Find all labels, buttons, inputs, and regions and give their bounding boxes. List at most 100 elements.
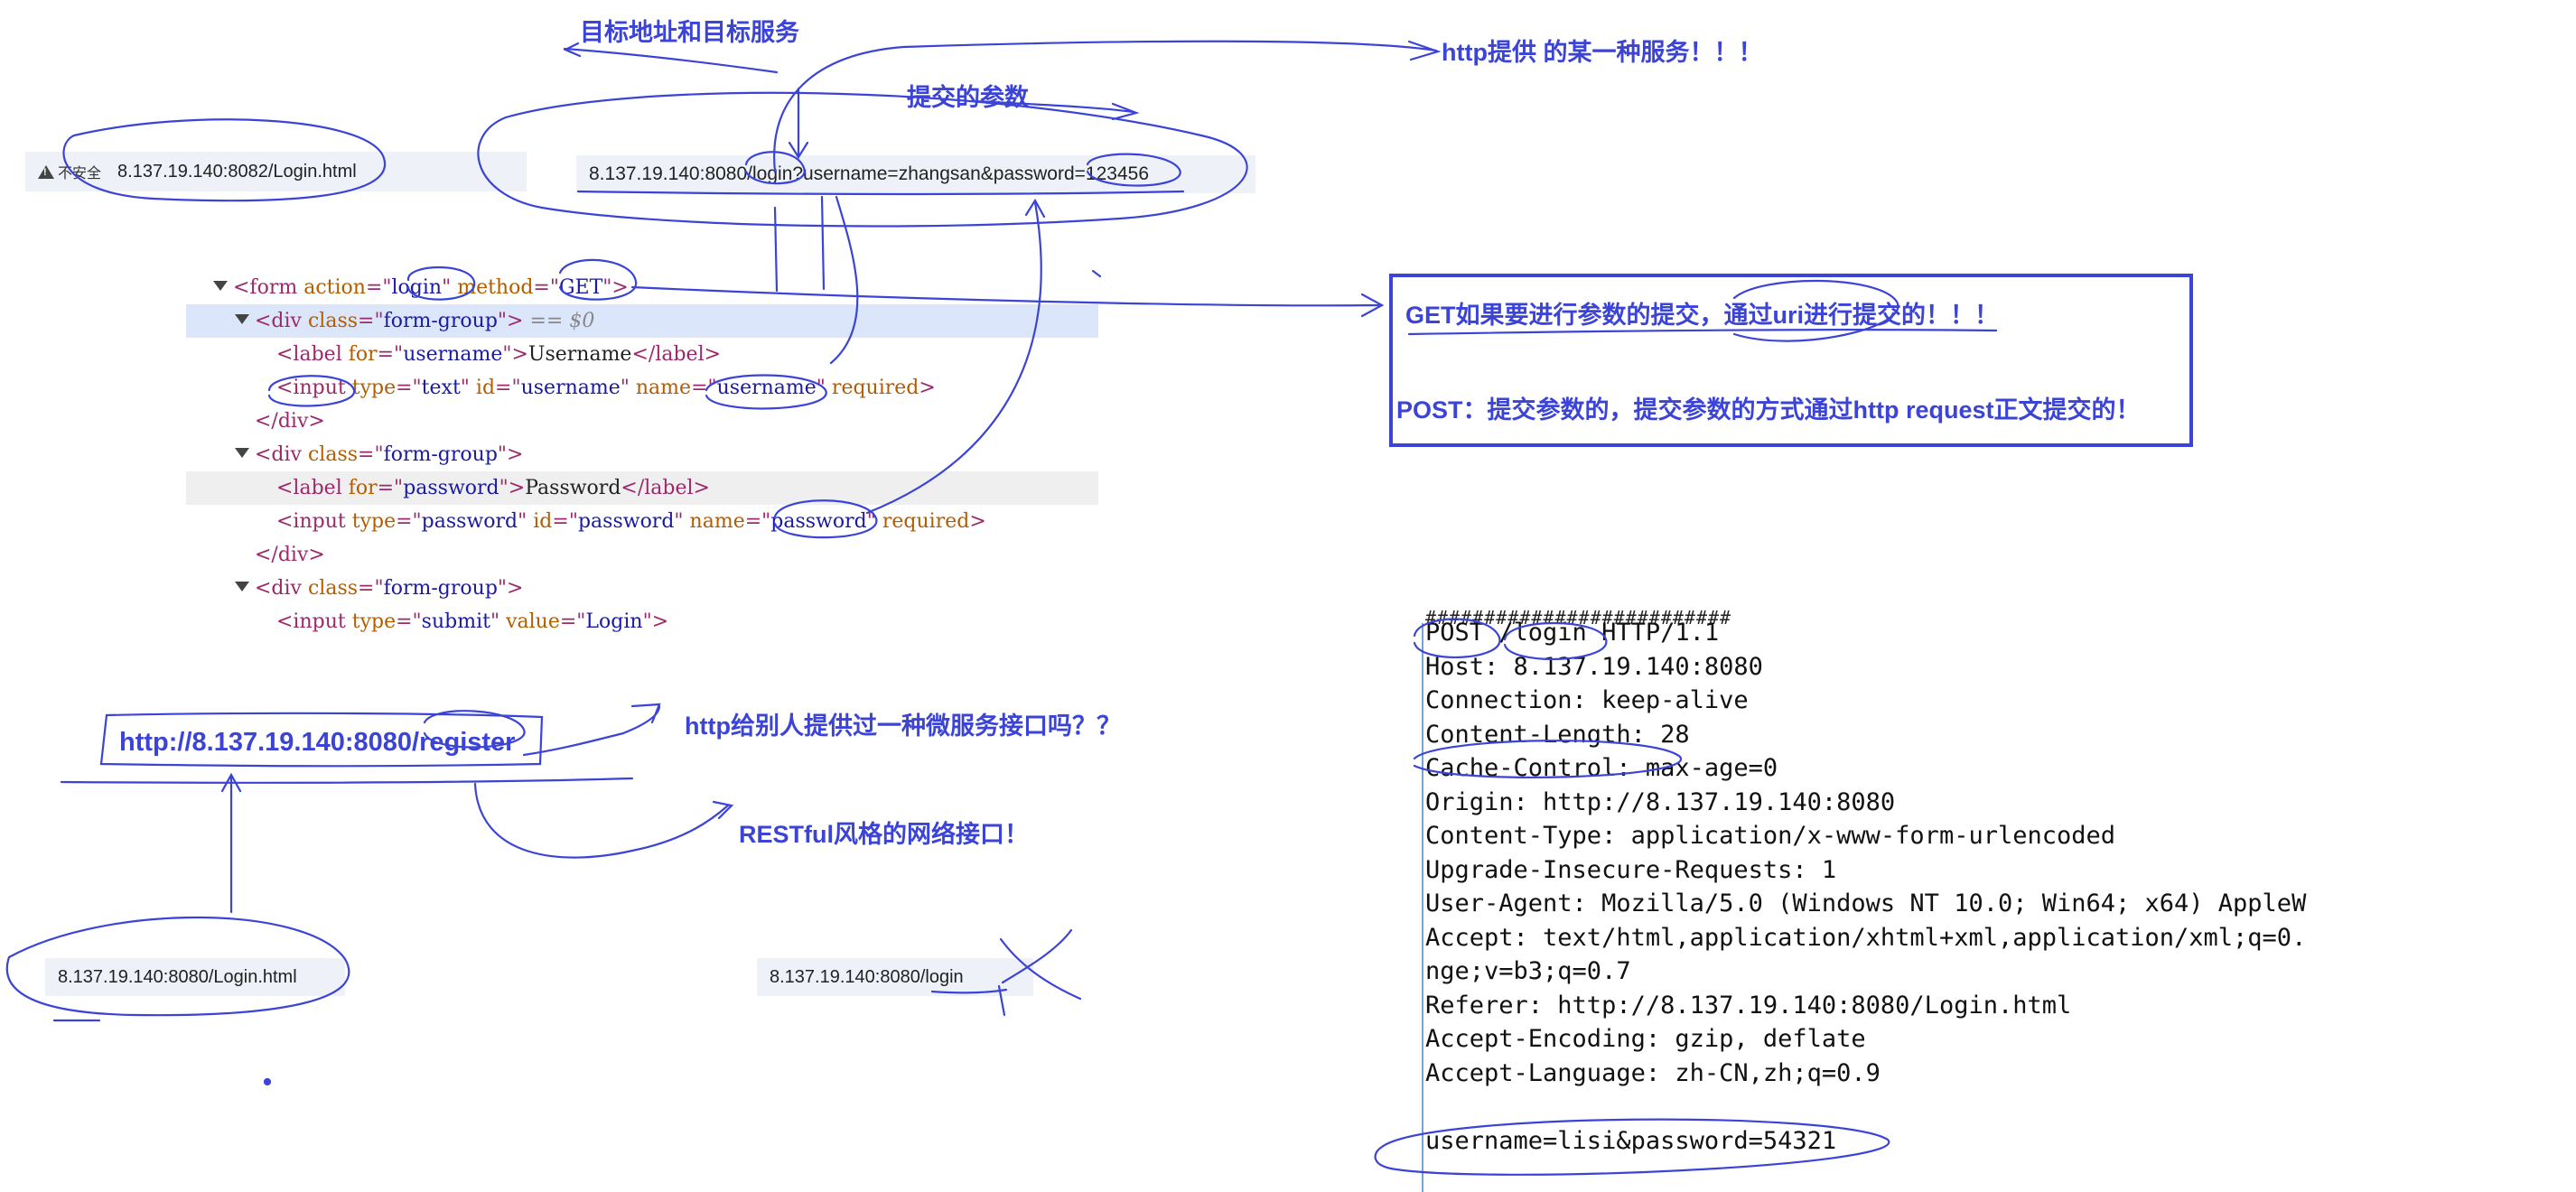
http-request-line: Upgrade-Insecure-Requests: 1: [1425, 855, 1837, 884]
code-token: >: [919, 377, 936, 399]
code-token: class: [307, 577, 359, 600]
url-text: 8.137.19.140:8080/login?username=zhangsa…: [589, 163, 1149, 184]
not-secure-label: 不安全: [58, 166, 102, 182]
code-token: Login: [585, 610, 643, 633]
code-token: <div: [255, 577, 308, 600]
annotation-post-note: POST：提交参数的，提交参数的方式通过http request正文提交的！: [1396, 396, 2141, 424]
code-token: name: [689, 510, 745, 533]
code-token: id: [475, 377, 496, 399]
http-request-line: nge;v=b3;q=0.7: [1425, 957, 1631, 985]
code-token: ">: [497, 577, 524, 600]
devtools-node-line[interactable]: <input type="submit" value="Login">: [186, 605, 1098, 638]
expand-triangle-icon[interactable]: [235, 448, 249, 458]
code-token: ": [816, 377, 832, 399]
code-token: =": [365, 276, 392, 299]
code-token: ": [518, 510, 534, 533]
code-token: form-group: [383, 577, 498, 600]
code-token: class: [307, 310, 359, 332]
code-token: ": [620, 377, 636, 399]
expand-triangle-icon[interactable]: [213, 281, 228, 291]
address-bar-top-middle[interactable]: 8.137.19.140:8080/login?username=zhangsa…: [576, 155, 1255, 193]
code-token: =": [396, 510, 422, 533]
http-request-line: Host: 8.137.19.140:8080: [1425, 652, 1763, 681]
code-token: <input: [276, 510, 352, 533]
code-token: <input: [276, 377, 352, 399]
http-request-line: Referer: http://8.137.19.140:8080/Login.…: [1425, 991, 2072, 1020]
url-text: 8.137.19.140:8080/Login.html: [58, 966, 297, 987]
code-token: action: [303, 276, 366, 299]
annotation-restful: RESTful风格的网络接口！: [739, 821, 1029, 848]
code-token: type: [351, 377, 397, 399]
devtools-node-line[interactable]: <div class="form-group">: [186, 572, 1098, 605]
code-token: <form: [233, 276, 304, 299]
code-token: id: [533, 510, 553, 533]
url-text: 8.137.19.140:8080/login: [770, 966, 964, 987]
code-token: Username: [527, 343, 632, 366]
devtools-node-line[interactable]: <input type="text" id="username" name="u…: [186, 371, 1098, 405]
code-token: Password: [525, 477, 621, 499]
code-token: </div>: [255, 544, 325, 566]
code-token: == $0: [523, 310, 595, 332]
annotation-get-note: GET如果要进行参数的提交，通过uri进行提交的！！！: [1405, 302, 2000, 329]
code-token: <div: [255, 443, 308, 466]
code-token: <label: [276, 343, 349, 366]
devtools-node-line[interactable]: <label for="password">Password</label>: [186, 471, 1098, 505]
annotation-http-service: http提供 的某一种服务！！！: [1442, 39, 1763, 66]
not-secure-indicator[interactable]: 不安全: [38, 161, 101, 182]
code-token: password: [577, 510, 675, 533]
devtools-node-line[interactable]: <input type="password" id="password" nam…: [186, 505, 1098, 538]
code-token: ": [866, 510, 882, 533]
code-token: type: [351, 610, 397, 633]
http-request-line: Connection: keep-alive: [1425, 686, 1749, 714]
devtools-node-line[interactable]: </div>: [186, 538, 1098, 572]
address-bar-bottom-left[interactable]: 8.137.19.140:8080/Login.html: [45, 958, 345, 996]
code-token: ": [490, 610, 507, 633]
expand-triangle-icon[interactable]: [235, 582, 249, 591]
http-request-line: Content-Length: 28: [1425, 720, 1690, 749]
http-request-line: User-Agent: Mozilla/5.0 (Windows NT 10.0…: [1425, 889, 2307, 917]
annotation-microservice-question: http给别人提供过一种微服务接口吗？？: [685, 712, 1121, 740]
code-token: ": [460, 377, 476, 399]
devtools-node-line[interactable]: </div>: [186, 405, 1098, 438]
code-token: =": [559, 610, 586, 633]
code-token: =": [396, 610, 422, 633]
code-token: <input: [276, 610, 352, 633]
code-token: for: [348, 477, 378, 499]
devtools-node-line[interactable]: <div class="form-group"> == $0: [186, 304, 1098, 338]
code-token: </label>: [621, 477, 710, 499]
code-token: =": [691, 377, 717, 399]
warning-icon: [38, 164, 54, 179]
devtools-node-line[interactable]: <div class="form-group">: [186, 438, 1098, 471]
code-token: =": [533, 276, 559, 299]
code-token: =": [377, 343, 404, 366]
code-token: type: [351, 510, 397, 533]
code-token: <div: [255, 310, 308, 332]
code-token: =": [396, 377, 422, 399]
code-token: ": [674, 510, 690, 533]
code-token: ">: [502, 343, 528, 366]
address-bar-top-left[interactable]: 不安全 8.137.19.140:8082/Login.html: [25, 152, 527, 191]
code-token: </div>: [255, 410, 325, 433]
code-token: name: [635, 377, 692, 399]
address-bar-bottom-middle[interactable]: 8.137.19.140:8080/login: [757, 958, 1033, 996]
code-token: value: [506, 610, 560, 633]
code-token: <label: [276, 477, 349, 499]
annotation-register-url: http://8.137.19.140:8080/register: [119, 728, 516, 757]
code-token: form-group: [383, 310, 498, 332]
code-token: ": [442, 276, 458, 299]
code-token: =": [744, 510, 771, 533]
devtools-node-line[interactable]: <label for="username">Username</label>: [186, 338, 1098, 371]
code-token: text: [421, 377, 461, 399]
code-token: =": [495, 377, 521, 399]
http-request-line: Accept: text/html,application/xhtml+xml,…: [1425, 923, 2307, 952]
http-request-line: Cache-Control: max-age=0: [1425, 754, 1778, 782]
http-request-line: Accept-Encoding: gzip, deflate: [1425, 1025, 1866, 1053]
expand-triangle-icon[interactable]: [235, 314, 249, 324]
code-token: username: [520, 377, 621, 399]
code-token: form-group: [383, 443, 498, 466]
http-request-line: Accept-Language: zh-CN,zh;q=0.9: [1425, 1058, 1881, 1087]
code-token: ">: [497, 310, 524, 332]
code-token: for: [348, 343, 378, 366]
